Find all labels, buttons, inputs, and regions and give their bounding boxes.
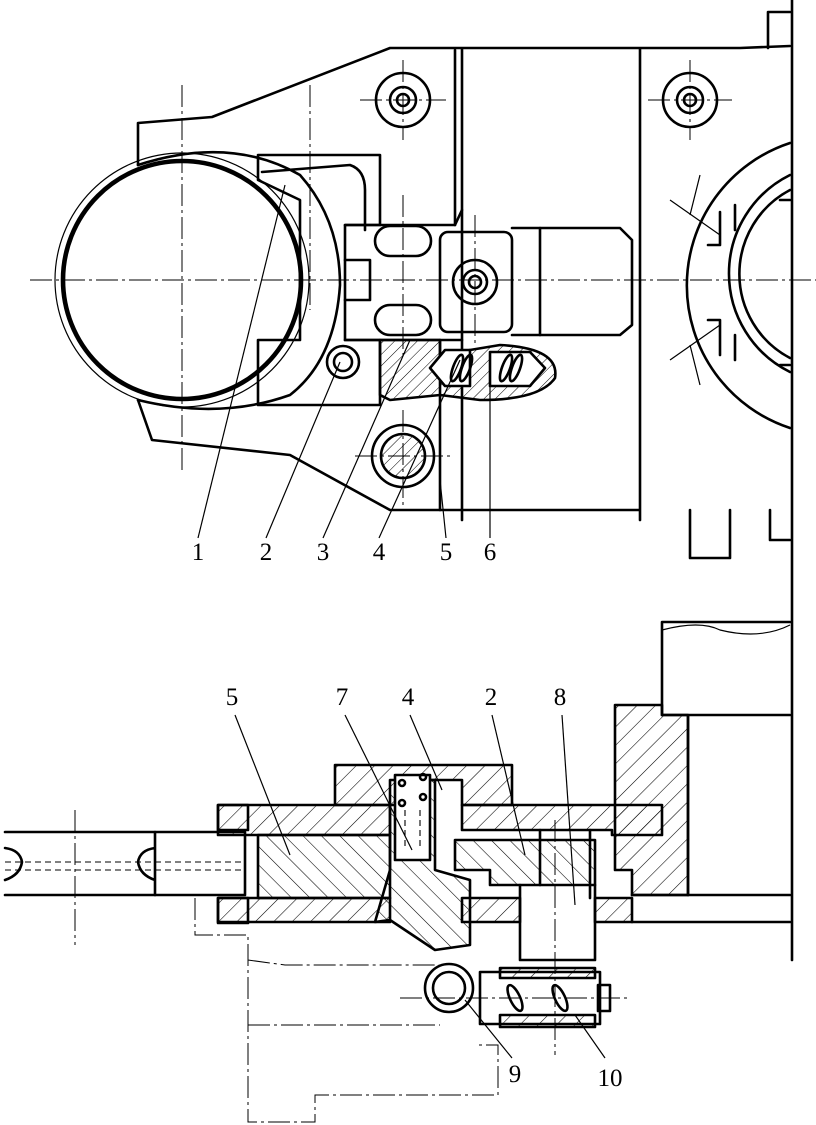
part-10-housing-hatch	[498, 966, 597, 1029]
frame-hatch	[613, 703, 690, 897]
break-line	[661, 624, 791, 635]
top-leader-lines	[197, 184, 491, 539]
lower-plate-hatch	[216, 896, 392, 924]
bolt-hole-top-left	[360, 60, 446, 140]
part-2-pin-outer	[325, 344, 361, 380]
splined-hub	[669, 141, 792, 430]
callout-7: 7	[336, 684, 349, 711]
bottom-view: 5 7 4 2 8 9 10	[3, 620, 792, 1123]
bottom-lug-left	[688, 508, 732, 560]
part-4-spring	[428, 348, 547, 388]
upper-plate-hatch-right	[460, 803, 664, 837]
callout-6: 6	[484, 539, 497, 566]
shaft	[153, 830, 247, 897]
part-9-roller	[423, 962, 475, 1014]
part-7-bore	[393, 773, 432, 862]
part-2-pin-inner	[332, 351, 354, 373]
callout-9: 9	[509, 1061, 522, 1088]
bolt-hole-top-right	[648, 60, 732, 140]
part-7-spring	[397, 772, 428, 850]
callout-5: 5	[440, 539, 453, 566]
part-8-lever	[518, 828, 597, 962]
pulley	[3, 830, 157, 897]
top-lug	[766, 10, 792, 50]
cap-hatch	[333, 763, 514, 807]
part-9-roller-inner	[431, 970, 467, 1006]
part-5-block-hatch	[256, 833, 392, 900]
bottom-lug-right	[768, 508, 792, 542]
callout-10: 10	[598, 1065, 623, 1092]
part-1-inner	[260, 163, 367, 232]
roller-housing	[438, 230, 514, 334]
bolt-hole-bottom	[355, 410, 452, 505]
callout-3: 3	[317, 539, 330, 566]
callout-5-bottom: 5	[226, 684, 239, 711]
bore-housing-arc	[136, 150, 342, 411]
callout-1: 1	[192, 539, 205, 566]
part-2-slide-hatch	[453, 838, 597, 887]
lower-plate-hatch-far	[593, 896, 634, 924]
callout-4-bottom: 4	[402, 684, 415, 711]
bottom-leader-lines	[234, 714, 606, 1059]
foot-top	[216, 803, 250, 832]
top-view: 1 2 3 4 5 6	[30, 0, 816, 962]
phantom-outline	[194, 898, 499, 1123]
callout-2-bottom: 2	[485, 684, 498, 711]
plunger-body	[510, 226, 634, 337]
callout-8: 8	[554, 684, 567, 711]
callout-2: 2	[260, 539, 273, 566]
foot-bottom	[216, 896, 250, 925]
callout-4: 4	[373, 539, 386, 566]
